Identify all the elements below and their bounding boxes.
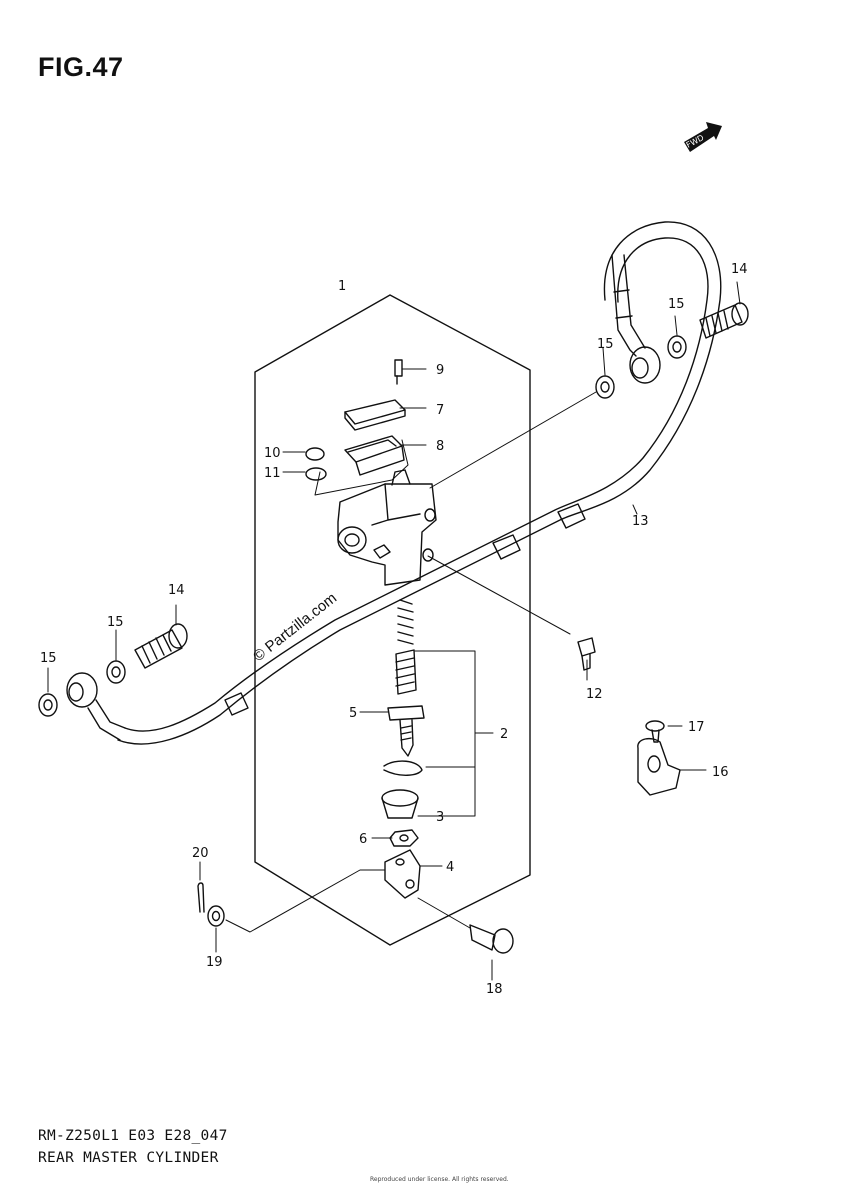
callout-5: 5 (349, 706, 357, 721)
callout-15-upper-left: 15 (597, 337, 614, 352)
callout-20: 20 (192, 846, 209, 861)
callout-13: 13 (632, 514, 649, 529)
callout-9: 9 (436, 363, 444, 378)
washer-part-19 (207, 905, 225, 927)
leader-lines (47, 281, 741, 981)
brake-hose (87, 221, 722, 745)
figure-title: FIG.47 (38, 52, 124, 82)
copyright-note: Reproduced under license. All rights res… (370, 1176, 509, 1183)
callout-3: 3 (436, 810, 444, 825)
callout-14-upper: 14 (731, 262, 748, 277)
partzilla-watermark: © Partzilla.com (250, 590, 340, 666)
callout-15-upper-right: 15 (668, 297, 685, 312)
callout-12: 12 (586, 687, 603, 702)
clamp-part-16 (637, 737, 681, 796)
callout-1: 1 (338, 279, 346, 294)
cotter-pin-part-20 (197, 882, 205, 913)
master-cylinder-body (337, 469, 437, 586)
piston-spring-set (383, 599, 425, 776)
clevis-pin-part-18 (469, 924, 514, 954)
assembly-frame (254, 294, 531, 946)
callout-14-lower: 14 (168, 583, 185, 598)
reservoir-cap-parts (305, 359, 406, 481)
screw-part-17 (645, 720, 665, 743)
callout-7: 7 (436, 403, 444, 418)
callout-15-lower-left: 15 (40, 651, 57, 666)
lower-banjo-fitting (66, 672, 98, 708)
callout-11: 11 (264, 466, 281, 481)
clevis-part-4 (384, 849, 421, 899)
upper-banjo-fitting (629, 346, 661, 384)
union-bolt-part-14 (134, 302, 749, 669)
callout-8: 8 (436, 439, 444, 454)
callout-4: 4 (446, 860, 454, 875)
nut-part-6 (389, 829, 419, 847)
callout-6: 6 (359, 832, 367, 847)
callout-16: 16 (712, 765, 729, 780)
callout-17: 17 (688, 720, 705, 735)
callout-19: 19 (206, 955, 223, 970)
callout-10: 10 (264, 446, 281, 461)
callout-18: 18 (486, 982, 503, 997)
callout-2: 2 (500, 727, 508, 742)
forward-arrow-icon: FWD (684, 122, 722, 152)
callout-15-lower-right: 15 (107, 615, 124, 630)
model-code: RM-Z250L1 E03 E28_047 (38, 1128, 228, 1144)
washer-part-15 (38, 335, 687, 717)
boot-part-3 (381, 789, 419, 819)
section-name: REAR MASTER CYLINDER (38, 1150, 219, 1166)
